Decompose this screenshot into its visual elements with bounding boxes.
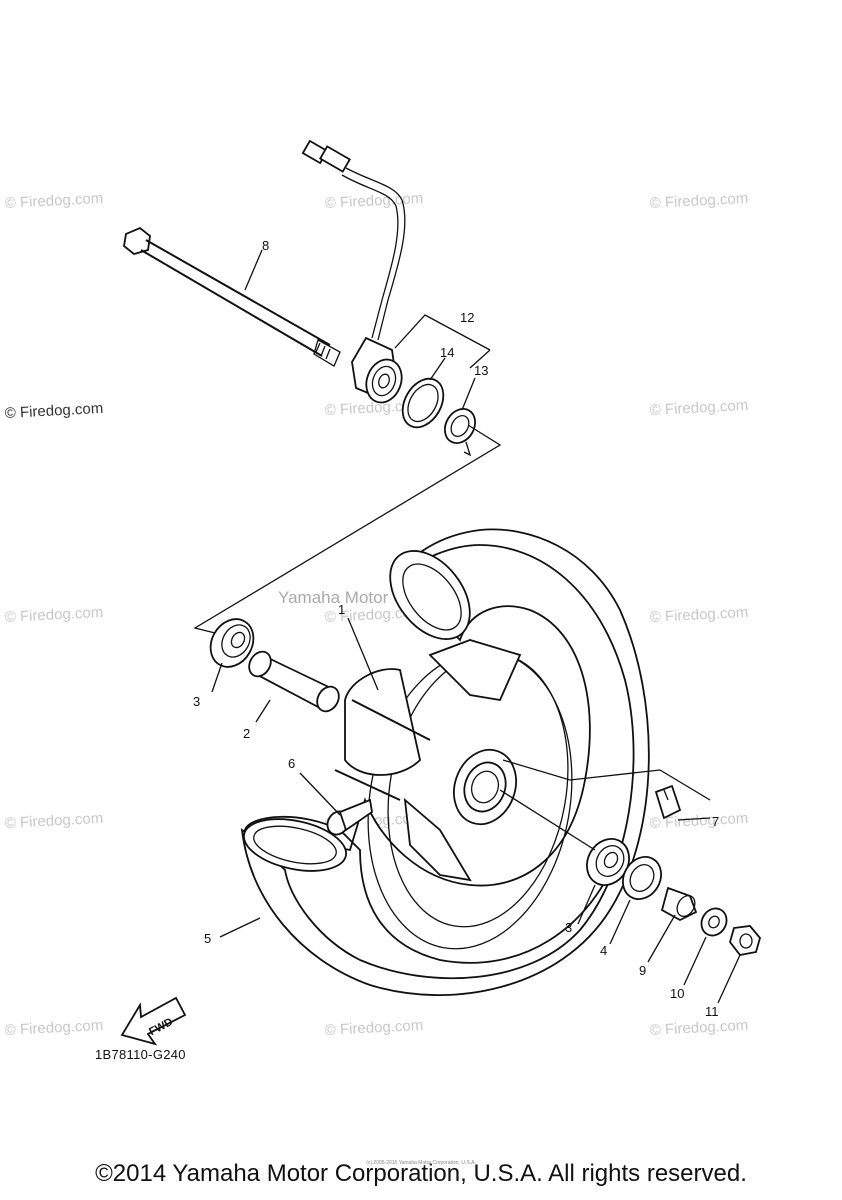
part-label-8: 8 — [262, 238, 269, 253]
watermark: © Firedog.com — [4, 810, 103, 832]
watermark: © Firedog.com — [324, 397, 423, 419]
watermark: © Firedog.com — [4, 1017, 103, 1039]
part-label-11: 11 — [705, 1004, 719, 1019]
part-label-7: 7 — [712, 814, 719, 829]
part-label-9: 9 — [639, 963, 646, 978]
part-label-13: 13 — [474, 363, 488, 378]
part-label-12: 12 — [460, 310, 474, 325]
fwd-arrow-icon: FWD — [120, 996, 187, 1046]
part-label-14: 14 — [440, 345, 454, 360]
part-label-4: 4 — [600, 943, 607, 958]
clutch-retainer — [444, 408, 476, 457]
balance-weight — [654, 784, 682, 820]
spacer — [248, 650, 340, 713]
watermark: © Firedog.com — [324, 190, 423, 212]
part-label-3: 3 — [193, 694, 200, 709]
watermark: © Firedog.com — [649, 397, 748, 419]
watermark: © Firedog.com — [649, 810, 748, 832]
part-label-2: 2 — [243, 726, 250, 741]
watermark: © Firedog.com — [4, 190, 103, 212]
axle-nut — [729, 925, 761, 956]
wheel-assembly — [240, 528, 650, 996]
watermark: © Firedog.com — [649, 1017, 748, 1039]
watermark: © Firedog.com — [649, 190, 748, 212]
callout-lines — [211, 249, 741, 1004]
watermark: © Firedog.com — [649, 604, 748, 626]
part-labels: 1 2 3 3 4 5 6 7 8 9 10 11 12 13 14 — [193, 238, 719, 1019]
collar — [660, 886, 698, 922]
part-label-10: 10 — [670, 986, 684, 1001]
small-print: (c) 2005-2015 Yamaha Motor Corporation, … — [366, 1160, 476, 1166]
gear-unit — [351, 336, 403, 404]
watermark: © Firedog.com — [4, 604, 103, 626]
copyright-notice: ©2014 Yamaha Motor Corporation, U.S.A. A… — [95, 1160, 747, 1187]
oil-seal — [401, 377, 445, 429]
oil-seal-lower — [622, 856, 662, 900]
speed-sensor-cable — [301, 139, 406, 341]
part-label-1: 1 — [338, 602, 345, 617]
part-label-5: 5 — [204, 931, 211, 946]
callout-lines-top — [193, 314, 502, 634]
watermark-layer: © Firedog.com © Firedog.com © Firedog.co… — [4, 190, 748, 1039]
watermark: © Firedog.com — [4, 400, 103, 422]
part-label-6: 6 — [288, 756, 295, 771]
washer — [700, 907, 728, 937]
bearing-upper — [209, 618, 255, 668]
part-label-3: 3 — [565, 920, 572, 935]
axle-bolt — [123, 226, 341, 367]
valve-stem — [326, 798, 373, 836]
diagram-code: 1B78110-G240 — [95, 1047, 186, 1062]
watermark: © Firedog.com — [324, 1017, 423, 1039]
